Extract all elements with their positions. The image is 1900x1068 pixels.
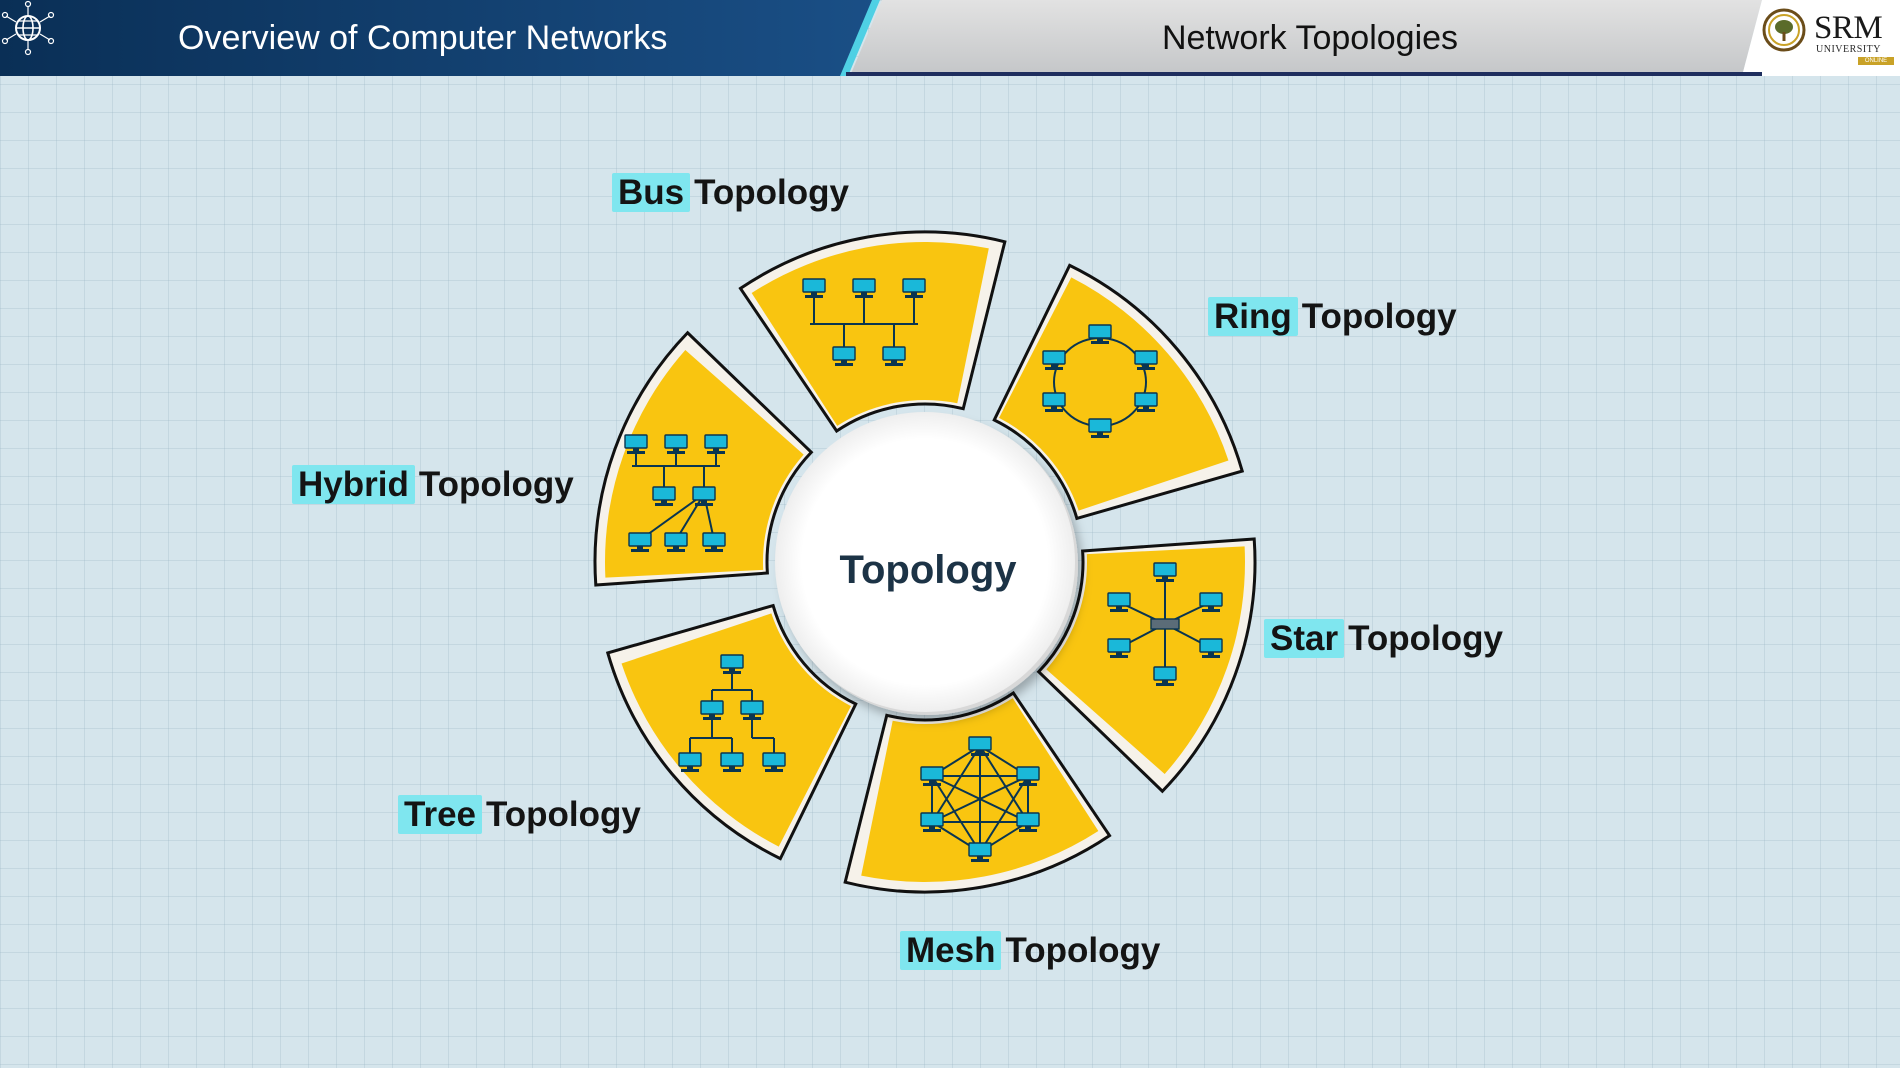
segment-ring bbox=[992, 263, 1245, 521]
keyword-star: Star bbox=[1264, 619, 1345, 658]
label-suffix: Topology bbox=[694, 173, 849, 212]
label-suffix: Topology bbox=[1348, 619, 1503, 658]
mesh-node-icon bbox=[968, 842, 992, 863]
globe-network-icon bbox=[1, 0, 55, 56]
logo-tag: ONLINE bbox=[1858, 57, 1894, 65]
segment-fill bbox=[1046, 546, 1245, 775]
ring-network-icon bbox=[1042, 324, 1158, 439]
keyword-ring: Ring bbox=[1208, 297, 1298, 336]
mesh-link bbox=[931, 775, 981, 853]
header-bar: Overview of Computer Networks Network To… bbox=[0, 0, 1900, 76]
keyword-bus: Bus bbox=[612, 173, 691, 212]
segment-bus bbox=[738, 230, 1007, 434]
center-hub bbox=[775, 412, 1078, 715]
hybrid-network-icon bbox=[624, 434, 728, 553]
tree-network-icon bbox=[678, 654, 786, 773]
label-suffix: Topology bbox=[1005, 931, 1161, 970]
segment-tree bbox=[605, 603, 858, 861]
keyword-mesh: Mesh bbox=[900, 931, 1002, 970]
keyword-hybrid: Hybrid bbox=[292, 465, 415, 504]
logo-name: SRM bbox=[1814, 10, 1883, 46]
tree-emblem-icon bbox=[1762, 8, 1806, 52]
section-title: Network Topologies bbox=[1161, 19, 1459, 57]
label-suffix: Topology bbox=[1301, 297, 1457, 336]
mesh-node-icon bbox=[968, 736, 992, 757]
header-background bbox=[0, 0, 1900, 76]
segment-hybrid bbox=[593, 330, 814, 587]
segment-mesh bbox=[843, 690, 1112, 894]
segment-fill bbox=[999, 277, 1229, 511]
keyword-tree: Tree bbox=[398, 795, 482, 834]
mesh-link bbox=[979, 745, 1029, 823]
topology-segments bbox=[593, 230, 1257, 894]
mesh-node-icon bbox=[1016, 766, 1040, 787]
segment-fill bbox=[605, 349, 804, 578]
mesh-network-icon bbox=[920, 736, 1040, 863]
mesh-link bbox=[979, 775, 1029, 853]
mesh-link bbox=[931, 775, 1029, 823]
mesh-link bbox=[931, 745, 981, 823]
segment-fill bbox=[621, 613, 851, 847]
mesh-node-icon bbox=[1016, 812, 1040, 833]
mesh-node-icon bbox=[920, 766, 944, 787]
center-label: Topology bbox=[839, 548, 1017, 592]
bus-network-icon bbox=[802, 278, 926, 367]
label-suffix: Topology bbox=[486, 795, 641, 834]
star-network-icon bbox=[1107, 562, 1223, 687]
label-suffix: Topology bbox=[418, 465, 574, 504]
course-title: Overview of Computer Networks bbox=[178, 19, 668, 57]
mesh-node-icon bbox=[920, 812, 944, 833]
university-logo: SRM UNIVERSITY ONLINE bbox=[1762, 8, 1900, 68]
logo-subtitle: UNIVERSITY bbox=[1816, 44, 1881, 55]
